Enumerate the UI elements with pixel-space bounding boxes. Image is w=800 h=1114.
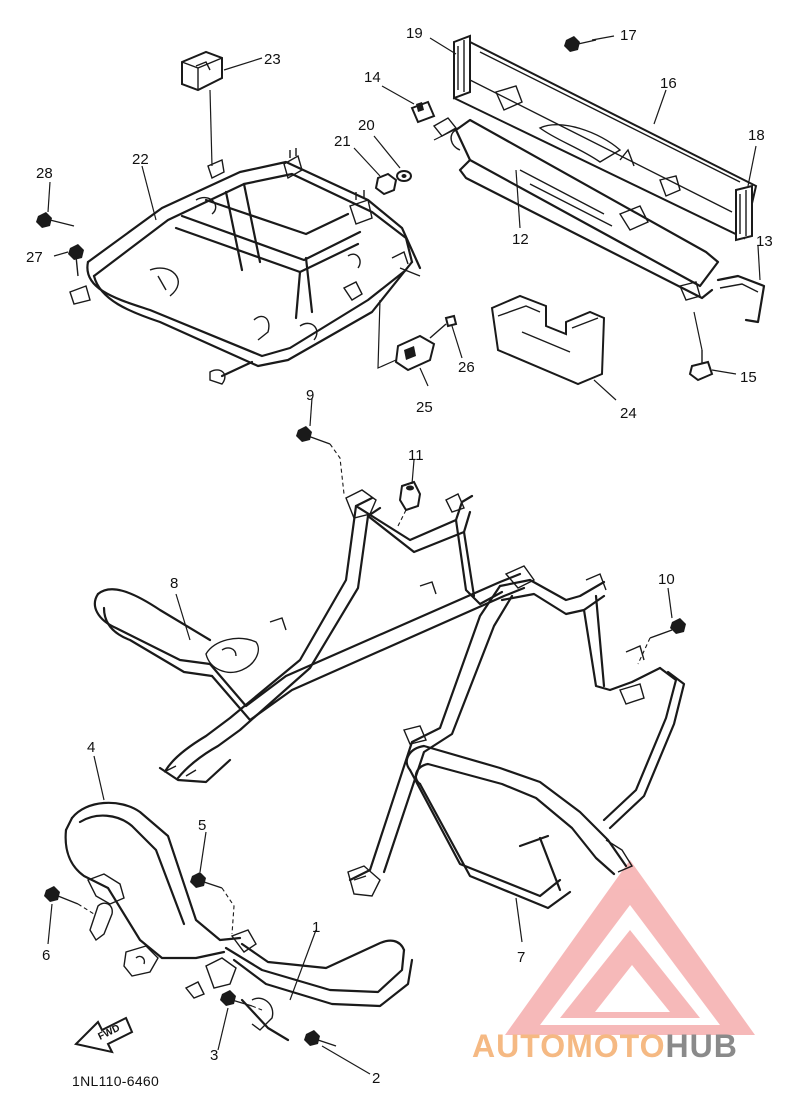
callout-19: 19 [406,25,423,42]
callout-10: 10 [658,571,675,588]
part-17-bolt [564,36,597,52]
part-6-bolt [44,886,79,905]
callout-11: 11 [408,447,424,464]
callout-23: 23 [264,51,281,68]
part-13-clamp [716,274,766,324]
part-25-damper [394,334,436,372]
callout-22: 22 [132,151,149,168]
part-28-bolt [36,212,75,228]
part-7-rear-guard [347,565,686,910]
part-9-bolt [296,426,331,445]
leader-lines [47,35,761,1075]
part-14-nut-plate [410,100,436,124]
part-20-washer [396,170,412,182]
callout-20: 20 [358,117,375,134]
watermark-text-a: AUTOMOTO [472,1028,666,1064]
callout-8: 8 [170,575,178,592]
forward-direction-arrow: FWD [74,1016,134,1054]
part-23-rubber-block [181,50,223,92]
part-10-bolt [649,618,686,639]
callout-14: 14 [364,69,381,86]
callout-4: 4 [87,739,95,756]
watermark-text: AUTOMOTOHUB [472,1028,738,1065]
part-3-bolt [220,990,253,1007]
callout-5: 5 [198,817,206,834]
part-16-cover-panel [452,40,758,240]
callout-13: 13 [756,233,773,250]
watermark-logo [505,860,755,1035]
callout-labels: 1 2 3 4 5 6 7 8 9 10 11 12 13 14 15 16 1… [26,25,773,1087]
callout-25: 25 [416,399,433,416]
callout-6: 6 [42,947,50,964]
callout-16: 16 [660,75,677,92]
callout-7: 7 [517,949,525,966]
part-12-tail-bracket [432,117,720,301]
part-27-bolt [68,244,84,277]
callout-27: 27 [26,249,43,266]
part-24-foam-block [490,294,606,386]
callout-2: 2 [372,1070,380,1087]
part-2-bolt [304,1030,337,1047]
callout-26: 26 [458,359,475,376]
part-19-reflector-left [453,34,471,100]
part-18-reflector-right [735,184,753,242]
part-21-nut [374,172,398,196]
callout-21: 21 [334,133,351,150]
watermark-text-b: HUB [665,1028,738,1064]
callout-28: 28 [36,165,53,182]
part-15-bolt [688,350,714,382]
callout-24: 24 [620,405,637,422]
callout-3: 3 [210,1047,218,1064]
callout-15: 15 [740,369,757,386]
callout-18: 18 [748,127,765,144]
dashed-assembly-lines [77,443,651,1011]
callout-1: 1 [312,919,320,936]
callout-9: 9 [306,387,314,404]
part-1-front-guard [184,929,414,1042]
part-5-bolt [190,872,223,889]
part-22-seat-frame [69,148,422,385]
part-4-front-guard [64,801,242,977]
part-26-screw [429,314,458,339]
callout-17: 17 [620,27,637,44]
part-8-rear-guard [93,489,526,784]
diagram-code: 1NL110-6460 [72,1073,160,1089]
part-11-collar [398,480,422,512]
callout-12: 12 [512,231,529,248]
